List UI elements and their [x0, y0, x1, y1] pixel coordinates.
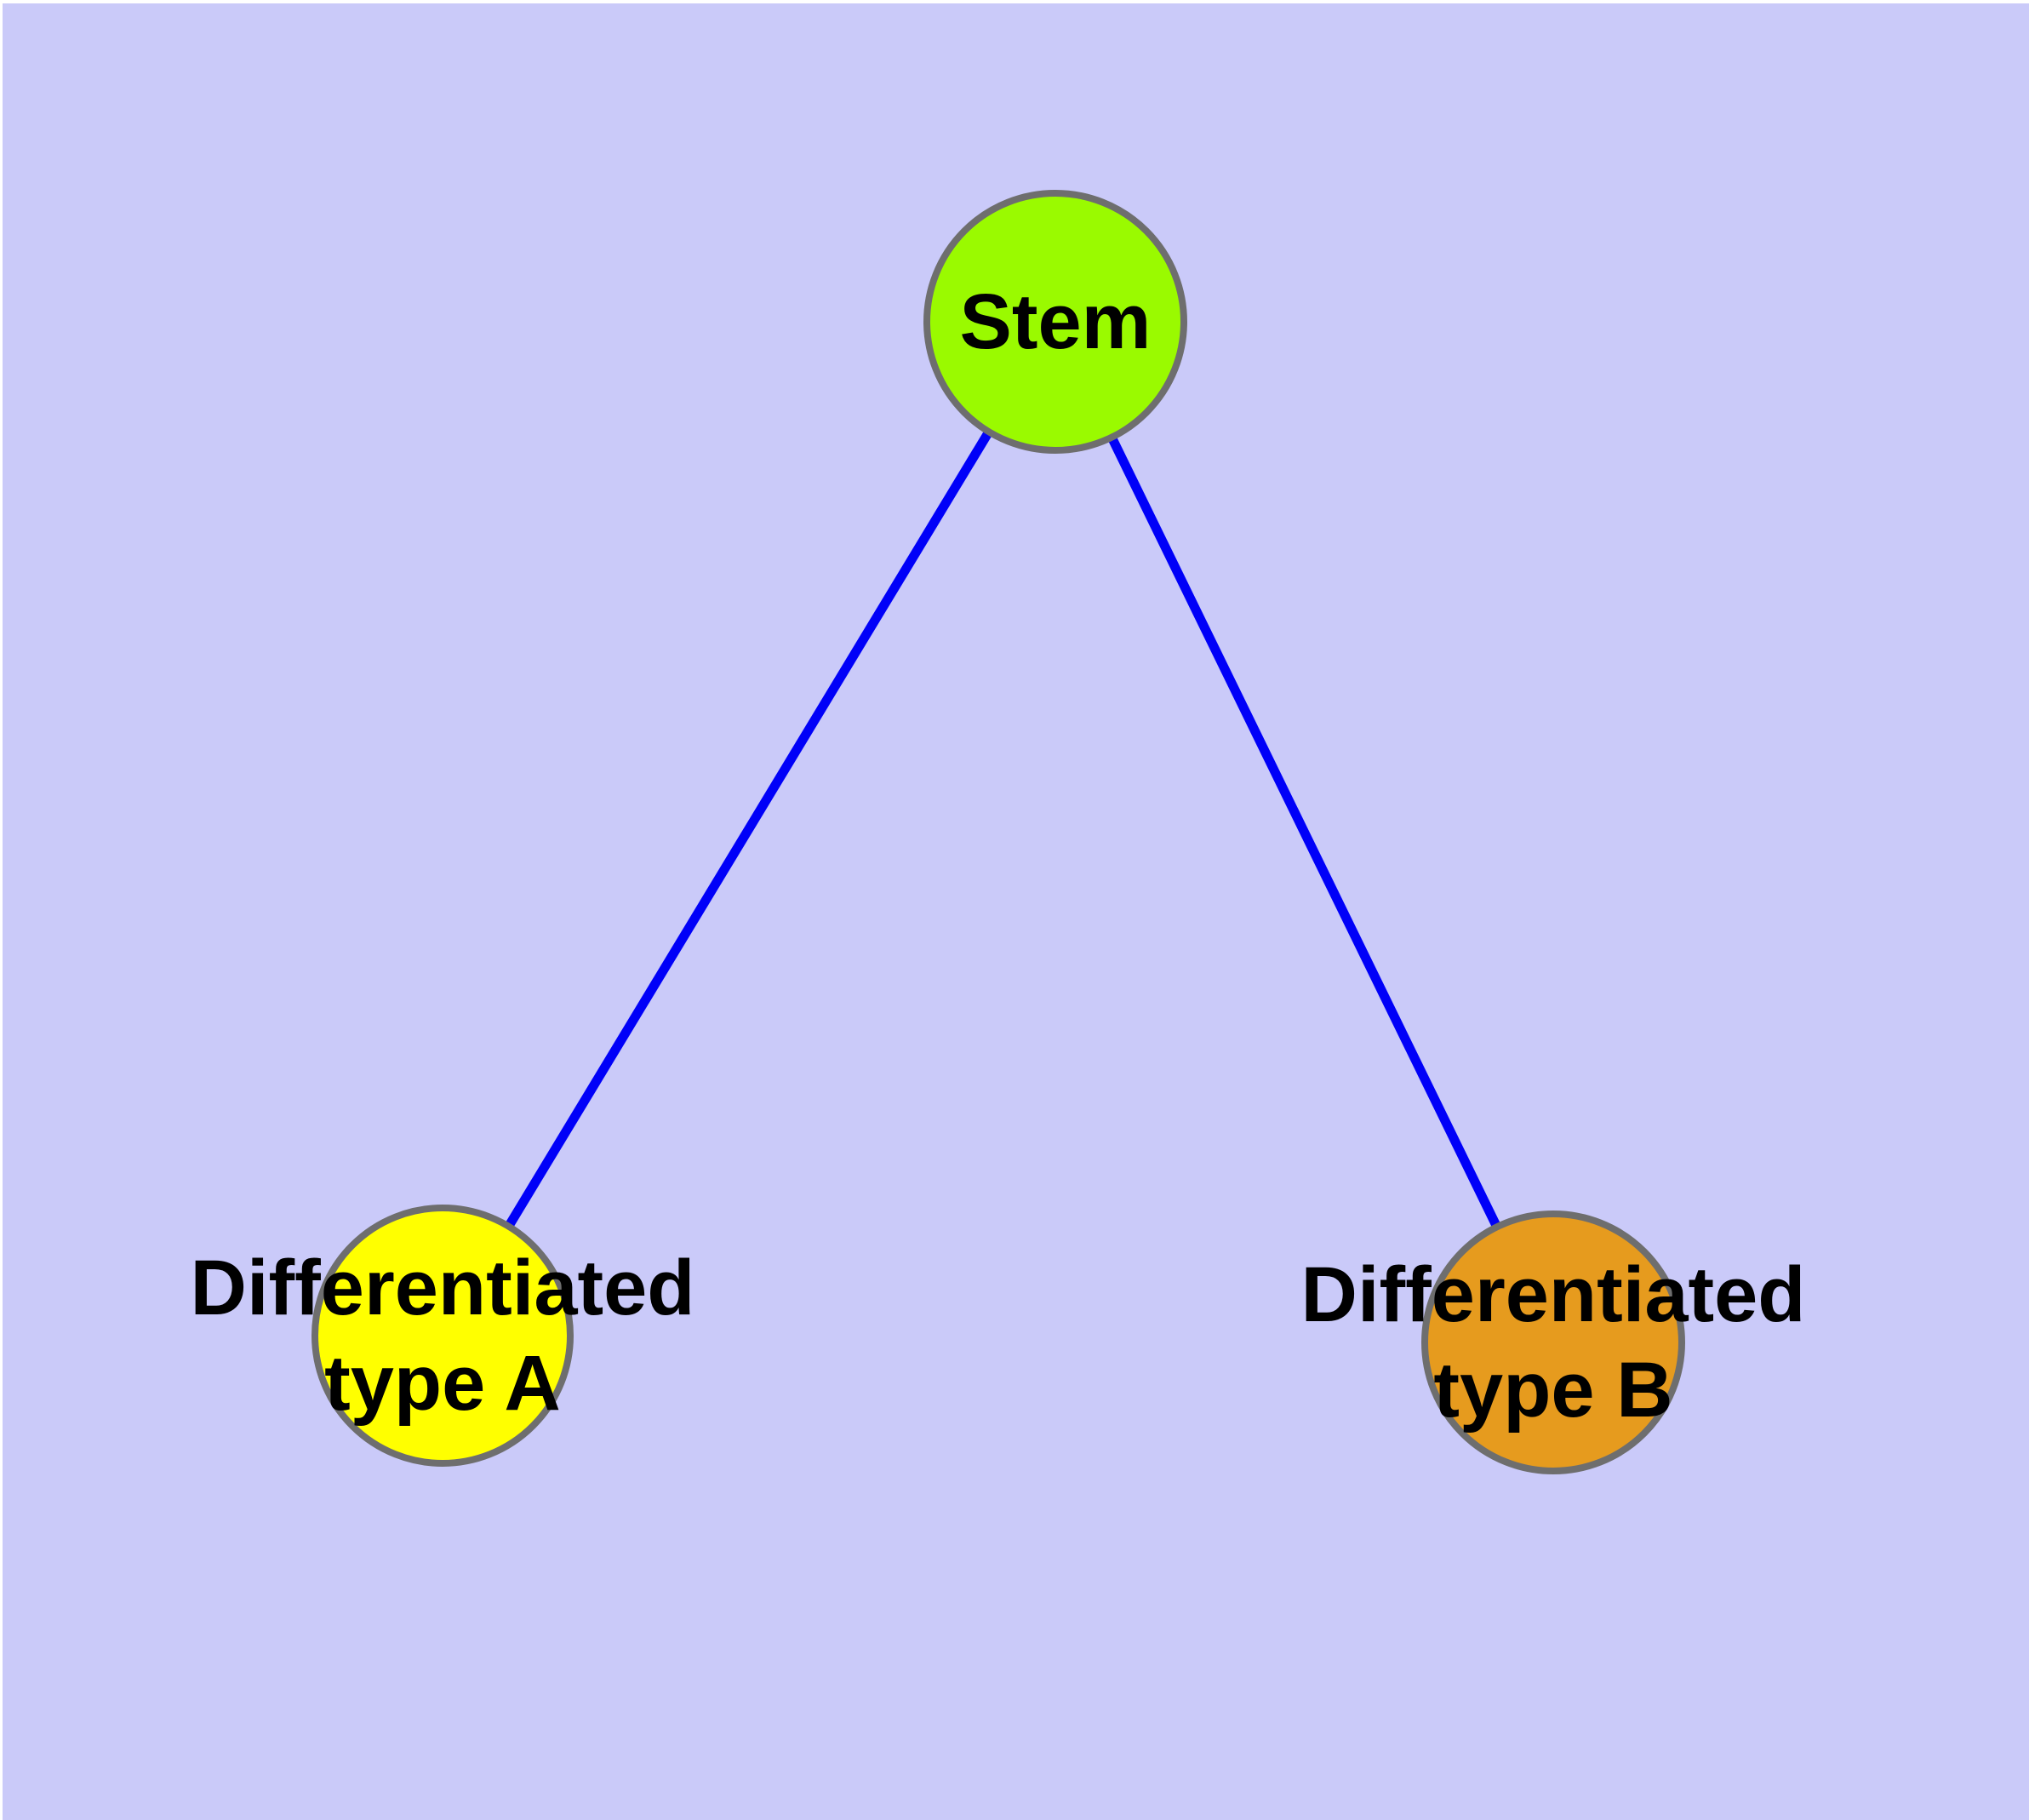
node-layer: [311, 190, 1685, 1474]
node-stem-label: Stem: [960, 274, 1152, 369]
type-b-label-line2: type B: [1433, 1347, 1673, 1434]
edge-stem-to-type-b: [1051, 319, 1557, 1345]
node-stem-circle: [923, 190, 1187, 454]
node-differentiated-type-b-label: Differentiated type B: [1301, 1247, 1806, 1438]
type-a-label-line2: type A: [324, 1340, 561, 1427]
diagram-background: Stem Differentiated type A Differentiate…: [3, 3, 2029, 1820]
node-differentiated-type-a-label: Differentiated type A: [191, 1240, 695, 1431]
cell-differentiation-graph: [311, 190, 1685, 1474]
edge-layer: [438, 319, 1557, 1345]
type-b-label-line1: Differentiated: [1300, 1251, 1806, 1338]
node-stem-label-text: Stem: [959, 278, 1152, 365]
node-differentiated-type-b-circle: [1421, 1210, 1685, 1474]
type-a-label-line1: Differentiated: [190, 1245, 695, 1331]
node-differentiated-type-a-circle: [311, 1205, 574, 1467]
edge-stem-to-type-a: [438, 319, 1060, 1338]
